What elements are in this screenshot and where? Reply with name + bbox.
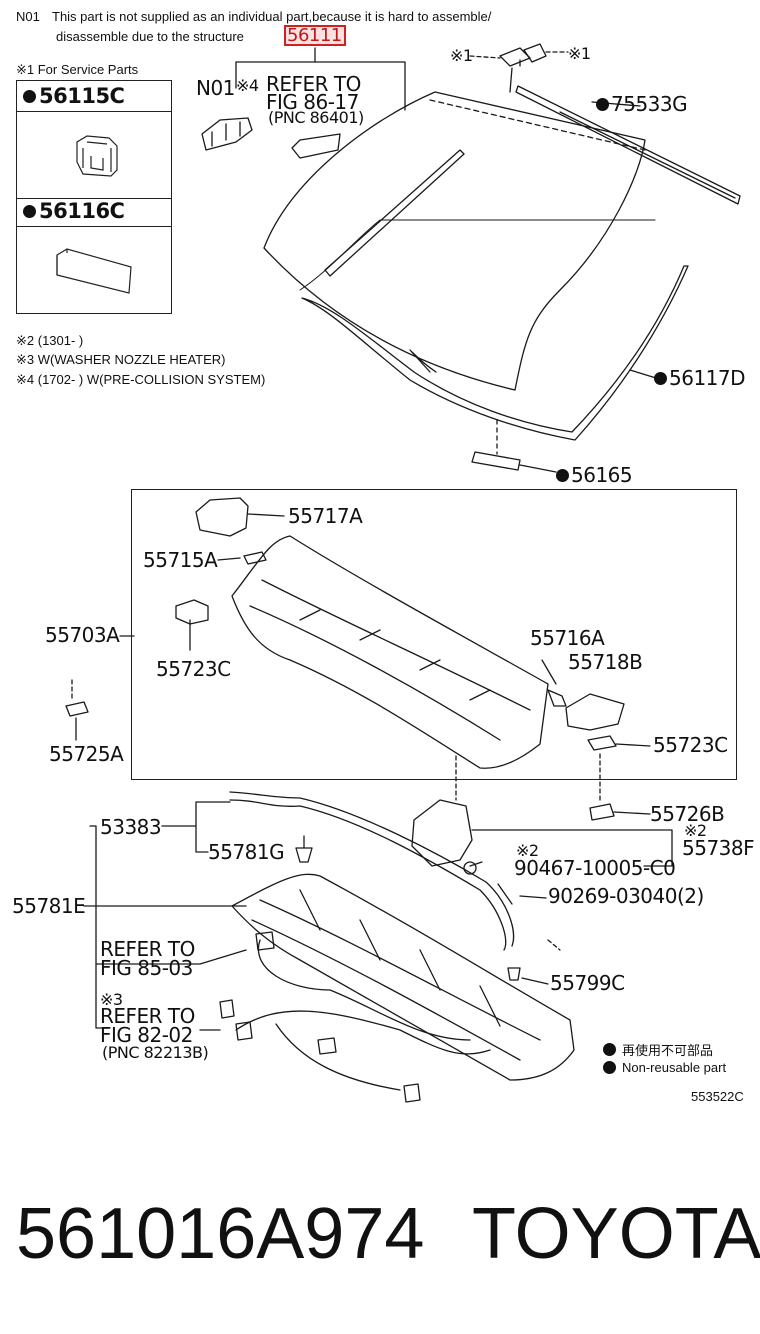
mark-note-4: ※4 (1702- ) W(PRE-COLLISION SYSTEM) xyxy=(16,372,266,387)
pad-icon xyxy=(56,248,132,294)
label-mark2-a: ※2 xyxy=(516,841,539,860)
label-75533g[interactable]: 75533G xyxy=(596,92,688,116)
non-reusable-dot-icon xyxy=(23,90,36,103)
bracket-55738f xyxy=(411,799,473,867)
service-part-number[interactable]: 56115C xyxy=(39,84,125,108)
label-55717a[interactable]: 55717A xyxy=(288,504,363,528)
label-mark1-right: ※1 xyxy=(568,44,591,63)
non-reusable-dot-icon xyxy=(23,205,36,218)
label-55799c[interactable]: 55799C xyxy=(550,971,625,995)
label-55723c-left[interactable]: 55723C xyxy=(156,657,231,681)
legend-en: Non-reusable part xyxy=(603,1060,726,1075)
label-refer86-line1: REFER TO xyxy=(266,72,361,96)
label-56117d[interactable]: 56117D xyxy=(654,366,746,390)
label-mark4: ※4 xyxy=(236,76,259,95)
highlighted-part-label: 56111 xyxy=(287,25,342,46)
label-refer86-line2: FIG 86-17 xyxy=(266,90,359,114)
label-55716a[interactable]: 55716A xyxy=(530,626,605,650)
bracket-55717a xyxy=(195,497,249,537)
non-reusable-dot-icon xyxy=(603,1043,616,1056)
service-parts-title: ※1 For Service Parts xyxy=(16,62,139,77)
label-56165[interactable]: 56165 xyxy=(556,463,633,487)
label-refer85-line1: REFER TO xyxy=(100,937,195,961)
service-part-header: 56116C xyxy=(17,196,171,227)
service-part-box-1: 56115C xyxy=(16,80,172,199)
seal-56165 xyxy=(471,451,521,471)
service-part-header: 56115C xyxy=(17,81,171,112)
service-part-number[interactable]: 56116C xyxy=(39,199,125,223)
label-mark3: ※3 xyxy=(100,990,123,1009)
label-55715a[interactable]: 55715A xyxy=(143,548,218,572)
note-line-1: This part is not supplied as an individu… xyxy=(52,9,492,24)
legend-jp: 再使用不可部品 xyxy=(603,1040,713,1059)
label-55703a[interactable]: 55703A xyxy=(45,623,120,647)
wire-harness-85 xyxy=(257,939,471,1041)
windshield-glass xyxy=(263,91,646,391)
label-55725a[interactable]: 55725A xyxy=(49,742,124,766)
label-refer85-line2: FIG 85-03 xyxy=(100,956,193,980)
label-n01[interactable]: N01 xyxy=(196,76,235,100)
note-code: N01 xyxy=(16,9,40,24)
footer-brand: TOYOTA xyxy=(472,1194,760,1274)
non-reusable-dot-icon xyxy=(596,97,609,111)
leader-bracket xyxy=(235,61,406,111)
service-part-box-2: 56116C xyxy=(16,196,172,314)
catalog-number: 553522C xyxy=(691,1089,744,1104)
cowl-top-panel xyxy=(231,535,549,769)
label-refer82-line3: (PNC 82213B) xyxy=(102,1043,209,1062)
moulding-strip xyxy=(515,85,741,205)
cowl-panel-55781e xyxy=(231,873,575,1081)
label-55718b[interactable]: 55718B xyxy=(568,650,643,674)
label-55726b[interactable]: 55726B xyxy=(650,802,725,826)
clip-icon xyxy=(76,135,118,177)
service-part-illustration xyxy=(17,227,171,313)
non-reusable-dot-icon xyxy=(556,468,569,482)
label-refer82-line2: FIG 82-02 xyxy=(100,1023,193,1047)
label-55781g[interactable]: 55781G xyxy=(208,840,285,864)
label-53383[interactable]: 53383 xyxy=(100,815,162,839)
label-90467[interactable]: 90467-10005-C0 xyxy=(514,856,676,880)
label-refer82-line1: REFER TO xyxy=(100,1004,195,1028)
label-mark2-b: ※2 xyxy=(684,821,707,840)
non-reusable-dot-icon xyxy=(603,1061,616,1074)
label-90269[interactable]: 90269-03040(2) xyxy=(548,884,704,908)
label-55738f[interactable]: 55738F xyxy=(682,836,755,860)
label-refer86-line3: (PNC 86401) xyxy=(268,108,364,127)
mark-note-3: ※3 W(WASHER NOZZLE HEATER) xyxy=(16,352,226,367)
cowl-panel-group-frame xyxy=(131,489,737,780)
service-part-illustration xyxy=(17,112,171,198)
highlighted-part-56111[interactable]: 56111 xyxy=(284,25,346,46)
label-mark1-left: ※1 xyxy=(450,46,473,65)
non-reusable-dot-icon xyxy=(654,371,667,385)
label-55781e[interactable]: 55781E xyxy=(12,894,86,918)
note-line-2: disassemble due to the structure xyxy=(56,29,244,44)
mark-note-2: ※2 (1301- ) xyxy=(16,333,84,348)
label-55723c-right[interactable]: 55723C xyxy=(653,733,728,757)
footer-part-number: 561016A974 xyxy=(16,1194,425,1274)
weatherstrip xyxy=(301,265,689,441)
weatherstrip-53383 xyxy=(229,799,507,951)
